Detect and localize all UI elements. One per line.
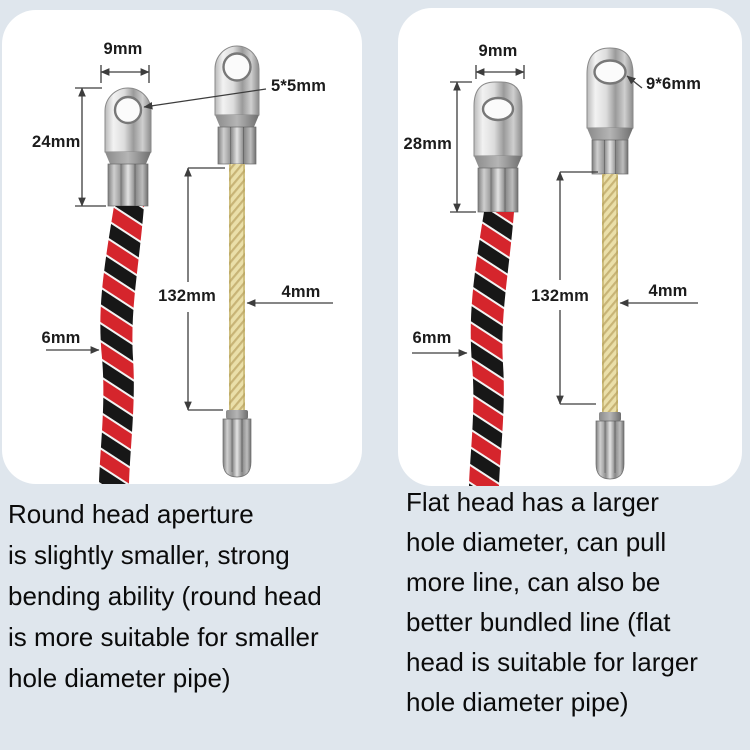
round-head-illustration: [46, 45, 333, 484]
dim-label-hole-size-right: 9*6mm: [646, 75, 702, 93]
twisted-cable-illustration: [469, 81, 523, 486]
steel-cable-illustration: [214, 45, 260, 478]
flat-head-illustration: [412, 47, 698, 486]
dim-label-head-width-left: 9mm: [103, 40, 143, 58]
round-head-description: Round head aperture is slightly smaller,…: [8, 499, 322, 693]
dim-label-head-height-left: 24mm: [32, 133, 81, 151]
flat-head-panel: [398, 8, 742, 486]
dim-label-head-height-right: 28mm: [403, 135, 452, 153]
dim-label-hole-size-left: 5*5mm: [271, 77, 327, 95]
dim-label-cable-length-left: 132mm: [158, 287, 216, 305]
dim-label-cable-diameter-left: 4mm: [281, 283, 321, 301]
twisted-cable-illustration: [99, 87, 152, 484]
dimension-lines: [46, 65, 333, 411]
round-hole: [113, 95, 143, 125]
dim-label-cable-length-right: 132mm: [531, 287, 589, 305]
round-head-panel: [2, 10, 362, 484]
dim-label-twisted-diameter-left: 6mm: [41, 329, 81, 347]
flat-hole: [593, 59, 627, 85]
steel-cable-illustration: [586, 47, 634, 480]
round-hole: [222, 52, 252, 82]
dimension-lines: [412, 65, 698, 405]
flat-head-description: Flat head has a larger hole diameter, ca…: [406, 487, 698, 717]
dim-label-twisted-diameter-right: 6mm: [412, 329, 452, 347]
dim-label-head-width-right: 9mm: [478, 42, 518, 60]
dim-label-cable-diameter-right: 4mm: [648, 282, 688, 300]
flat-hole: [481, 96, 515, 122]
